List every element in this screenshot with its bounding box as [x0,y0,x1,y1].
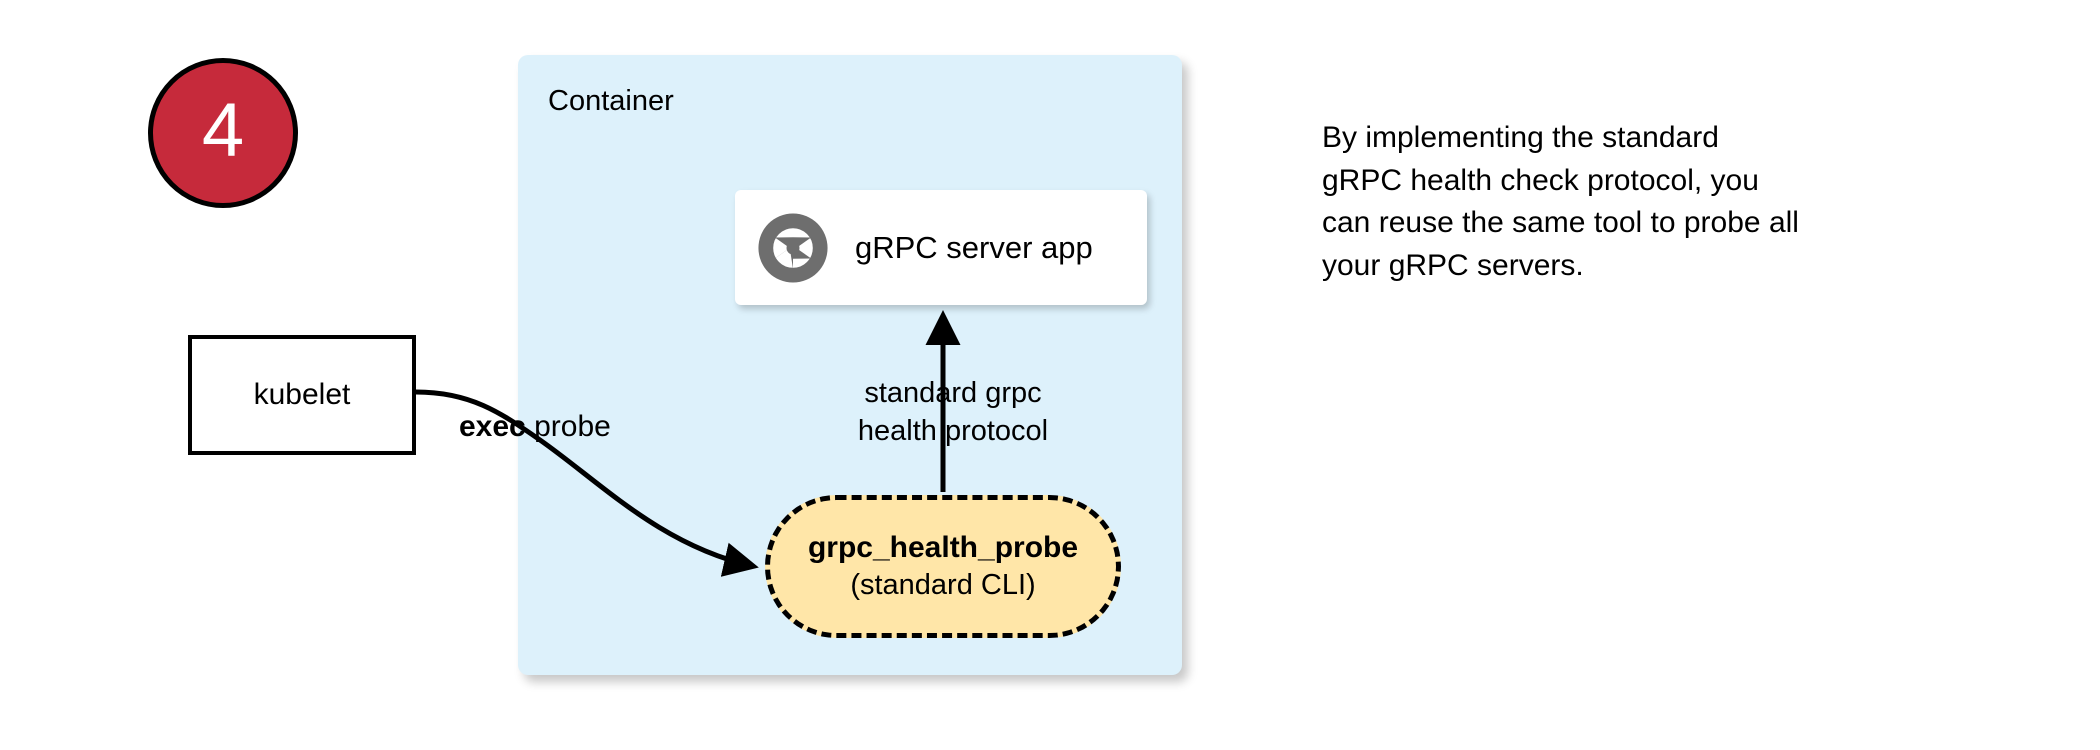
kubelet-label: kubelet [253,378,351,411]
step-badge-number: 4 [201,88,245,173]
grpc-health-probe-node: grpc_health_probe (standard CLI) [765,495,1121,638]
side-note-line-1: By implementing the standard [1322,121,1719,154]
edge-label-exec-emphasis: exec [459,410,526,443]
grpc-health-probe-subtitle: (standard CLI) [850,569,1036,602]
side-note: By implementing the standard gRPC health… [1322,117,1922,287]
side-note-line-2: gRPC health check protocol, you [1322,163,1759,197]
edge-label-health-protocol-line2: health protocol [857,414,1049,447]
edge-label-exec-probe: exec probe [459,412,611,442]
edge-label-health-protocol: standard grpc health protocol [838,375,1068,450]
kubelet-node: kubelet [188,335,416,455]
grpc-server-app-node: gRPC server app [735,190,1147,305]
edge-label-exec-rest: probe [525,410,611,443]
grpc-server-app-label: gRPC server app [855,230,1093,265]
grpc-logo-icon [758,212,828,283]
grpc-health-probe-title: grpc_health_probe [807,531,1079,565]
edge-label-health-protocol-line1: standard grpc [864,377,1042,409]
step-badge: 4 [148,58,298,208]
container-label: Container [548,85,674,117]
side-note-line-3: can reuse the same tool to probe all [1322,206,1799,240]
side-note-line-4: your gRPC servers. [1322,248,1584,282]
